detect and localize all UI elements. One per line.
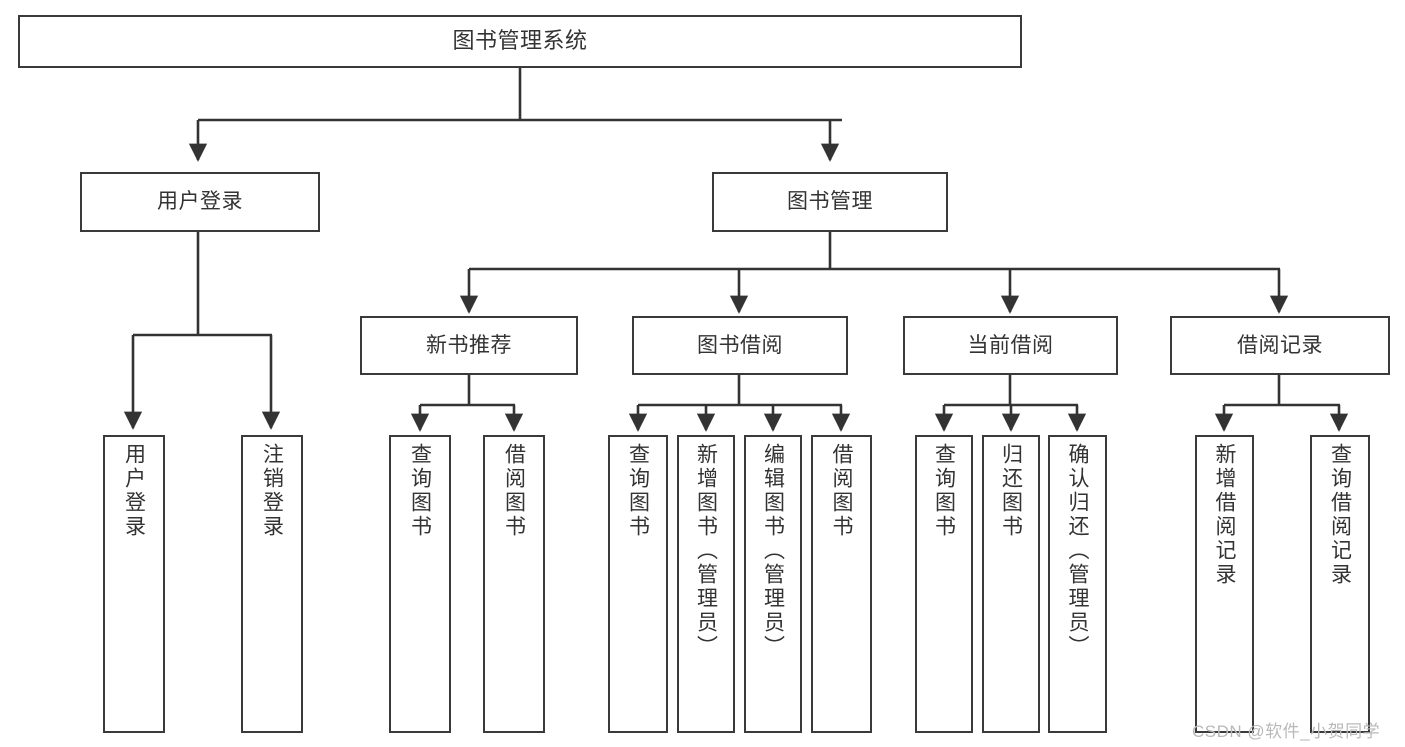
node-label: 用户登录 [122, 443, 146, 539]
leaf-query-books-borrow[interactable]: 查询图书 [608, 435, 668, 733]
node-root-system[interactable]: 图书管理系统 [18, 15, 1022, 68]
leaf-borrow-books-borrow[interactable]: 借阅图书 [811, 435, 872, 733]
node-new-book-recommend[interactable]: 新书推荐 [360, 316, 578, 375]
leaf-edit-book-admin[interactable]: 编辑图书（管理员） [744, 435, 802, 733]
leaf-user-login[interactable]: 用户登录 [103, 435, 165, 733]
leaf-return-books[interactable]: 归还图书 [982, 435, 1040, 733]
leaf-confirm-return-admin[interactable]: 确认归还（管理员） [1048, 435, 1107, 733]
watermark-text: CSDN @软件_小贺同学 [1192, 722, 1381, 741]
leaf-logout-login[interactable]: 注销登录 [241, 435, 303, 733]
csdn-watermark: CSDN @软件_小贺同学 [1192, 717, 1380, 742]
leaf-query-books-current[interactable]: 查询图书 [915, 435, 973, 733]
node-label: 查询图书 [932, 443, 956, 539]
node-label: 图书管理系统 [452, 28, 588, 54]
node-label: 查询图书 [626, 443, 650, 539]
leaf-query-books-recommend[interactable]: 查询图书 [389, 435, 451, 733]
node-label: 查询图书 [408, 443, 432, 539]
leaf-add-borrow-record[interactable]: 新增借阅记录 [1195, 435, 1254, 733]
leaf-add-book-admin[interactable]: 新增图书（管理员） [677, 435, 735, 733]
node-label: 查询借阅记录 [1328, 443, 1352, 587]
node-label: 用户登录 [157, 190, 243, 214]
node-label: 新书推荐 [426, 333, 512, 357]
node-label: 借阅记录 [1237, 333, 1323, 357]
node-label: 归还图书 [999, 443, 1023, 539]
node-label: 借阅图书 [502, 443, 526, 539]
node-label: 借阅图书 [830, 443, 853, 539]
node-label: 当前借阅 [967, 333, 1054, 357]
node-label: 编辑图书（管理员） [761, 443, 785, 659]
node-book-management[interactable]: 图书管理 [712, 172, 948, 232]
node-user-login[interactable]: 用户登录 [80, 172, 320, 232]
node-label: 新增借阅记录 [1213, 443, 1236, 587]
node-label: 确认归还（管理员） [1066, 443, 1089, 659]
node-current-borrow[interactable]: 当前借阅 [903, 316, 1118, 375]
node-label: 图书借阅 [697, 333, 783, 357]
node-label: 新增图书（管理员） [694, 443, 718, 659]
node-label: 图书管理 [787, 190, 873, 214]
node-book-borrow[interactable]: 图书借阅 [632, 316, 848, 375]
leaf-borrow-books-recommend[interactable]: 借阅图书 [483, 435, 545, 733]
leaf-query-borrow-record[interactable]: 查询借阅记录 [1310, 435, 1370, 733]
node-label: 注销登录 [260, 443, 284, 539]
node-borrow-record[interactable]: 借阅记录 [1170, 316, 1390, 375]
